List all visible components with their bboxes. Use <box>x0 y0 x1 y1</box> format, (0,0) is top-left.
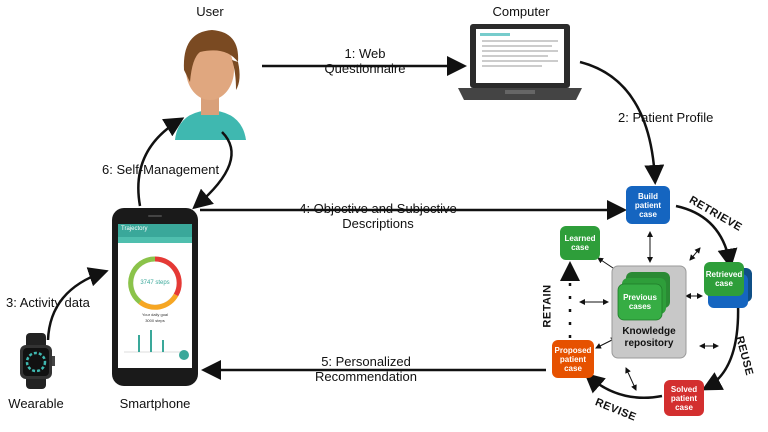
flow-label-activity-data: 3: Activity data <box>6 295 90 310</box>
wearable-watch-icon <box>20 333 55 389</box>
smartphone-device-icon <box>112 208 198 386</box>
cbr-arrow-retrieve <box>675 204 738 269</box>
user-avatar-icon <box>175 30 246 140</box>
cbr-node-proposed-line1: Proposed <box>554 345 592 355</box>
cbr-arrow-revise <box>584 372 663 400</box>
user-label: User <box>196 4 224 19</box>
link-repo-solved <box>625 367 637 391</box>
flow-label-descriptions-line1: 4: Objective and Subjective <box>299 201 457 216</box>
phone-steps-count: 3747 steps <box>140 280 170 286</box>
cbr-node-previous-line1: Previous <box>623 293 657 302</box>
cbr-node-proposed-line3: case <box>564 363 582 373</box>
flow-label-recommendation-line2: Recommendation <box>315 369 417 384</box>
cbr-node-previous-line2: cases <box>628 302 652 311</box>
knowledge-repository-line2: repository <box>624 338 674 349</box>
flow-label-web-line1: 1: Web <box>344 46 386 61</box>
knowledge-repository-line1: Knowledge <box>622 326 676 337</box>
cbr-phase-retain: RETAIN <box>541 284 554 328</box>
flow-label-self-management: 6: Self-Management <box>102 162 220 177</box>
cbr-node-solved-line2: patient <box>670 393 698 403</box>
cbr-node-build-line1: Build <box>637 191 658 201</box>
cbr-node-retrieved-line1: Retrieved <box>705 270 743 279</box>
phone-goal-line2: 3000 steps <box>145 318 165 323</box>
arrow-activity-data <box>46 267 109 341</box>
flow-label-descriptions-line2: Descriptions <box>342 216 414 231</box>
cbr-node-proposed-line2: patient <box>559 354 587 364</box>
flow-label-web-line2: Questionnaire <box>324 61 406 76</box>
cbr-node-build-line2: patient <box>634 200 662 210</box>
phone-app-title: Trajectory <box>121 226 148 232</box>
cbr-node-learned-line2: case <box>571 243 589 252</box>
arrow-self-management-up <box>137 117 185 207</box>
cbr-node-learned-line1: Learned <box>564 234 596 243</box>
cbr-node-retrieved-line2: case <box>715 279 733 288</box>
phone-goal-line1: Your daily goal <box>141 312 169 317</box>
arrow-patient-profile <box>579 60 665 185</box>
cbr-node-solved-line1: Solved <box>670 384 698 394</box>
cbr-arrow-reuse <box>701 303 740 391</box>
cbr-node-solved-line3: case <box>675 402 693 412</box>
arrow-self-management-down <box>192 131 233 210</box>
smartphone-label: Smartphone <box>119 396 191 411</box>
flow-label-recommendation-line1: 5: Personalized <box>321 354 411 369</box>
cbr-node-build-line3: case <box>639 209 657 219</box>
wearable-label: Wearable <box>8 396 64 411</box>
link-retrieved-repo <box>689 247 701 261</box>
computer-laptop-icon <box>458 24 582 100</box>
computer-label: Computer <box>492 4 550 19</box>
flow-label-patient-profile: 2: Patient Profile <box>618 110 714 125</box>
